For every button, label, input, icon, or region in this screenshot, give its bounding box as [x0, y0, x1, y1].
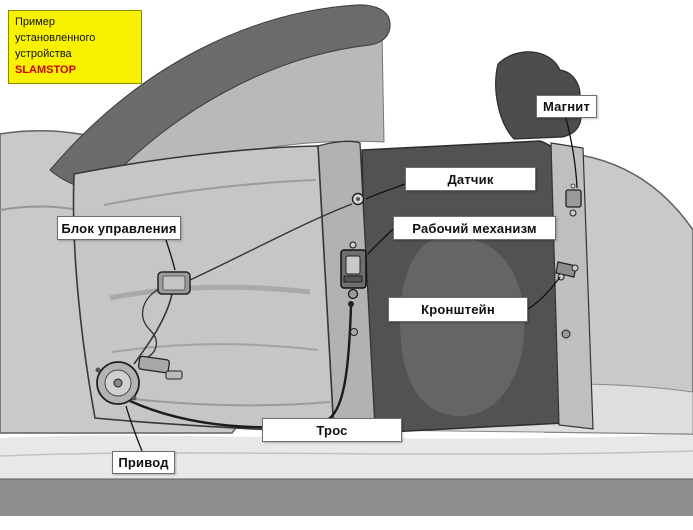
label-magnet: Магнит [536, 95, 597, 118]
label-control-unit: Блок управления [57, 216, 181, 240]
label-actuator: Привод [112, 451, 175, 474]
leader-lines [125, 117, 578, 452]
example-callout: Пример установленного устройства SLAMSTO… [8, 10, 142, 84]
latch-part [340, 241, 367, 300]
ground-band [0, 434, 693, 516]
callout-line2: устройства [15, 47, 72, 60]
control-unit-part [157, 271, 191, 295]
sensor-part [350, 192, 365, 336]
label-cable: Трос [262, 418, 402, 442]
callout-line1: Пример установленного [15, 16, 96, 44]
actuator-part [95, 355, 183, 405]
magnet-part [565, 183, 582, 217]
brand-name: SLAMSTOP [15, 63, 76, 76]
label-working-mechanism: Рабочий механизм [393, 216, 556, 240]
bracket-part [555, 261, 579, 281]
striker-screw [561, 329, 571, 339]
label-sensor: Датчик [405, 167, 536, 191]
rear-door-edge [550, 142, 594, 430]
wiring [133, 203, 353, 365]
label-bracket: Кронштейн [388, 297, 528, 322]
